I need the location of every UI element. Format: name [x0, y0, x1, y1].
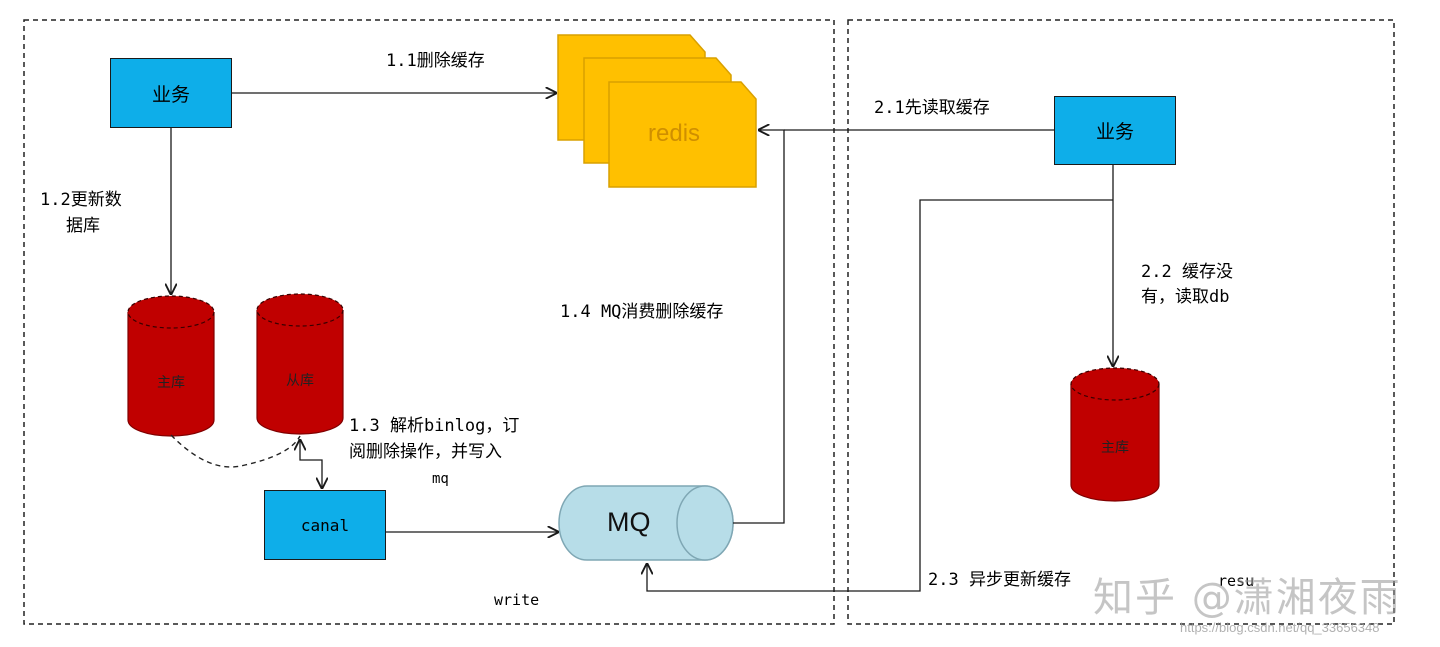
left-panel-border — [23, 19, 835, 625]
watermark-brand: 知乎 @潇湘夜雨 — [1093, 575, 1402, 621]
redis-label: redis — [648, 120, 701, 147]
right-service-box: 业务 — [1054, 96, 1176, 165]
canal-box: canal — [264, 490, 386, 560]
db-main-left-label: 主库 — [157, 375, 185, 391]
db-main-right-label: 主库 — [1101, 440, 1129, 456]
right-panel-border — [847, 19, 1395, 625]
label-async-update: 2.3 异步更新缓存 — [928, 570, 1071, 590]
db-replica-cylinder — [256, 293, 344, 435]
label-cache-miss-1: 2.2 缓存没 — [1141, 262, 1233, 282]
label-cache-miss-2: 有，读取db — [1141, 287, 1230, 307]
label-parse-binlog-3: mq — [432, 471, 449, 487]
replication-curve — [170, 434, 301, 468]
label-mq-delete-cache: 1.4 MQ消费删除缓存 — [560, 302, 724, 322]
label-parse-binlog-1: 1.3 解析binlog，订 — [349, 416, 520, 436]
db-main-left-cylinder — [127, 295, 215, 437]
mq-cylinder — [558, 485, 734, 561]
label-update-db-2: 据库 — [66, 216, 100, 236]
label-rest: resu — [1218, 572, 1255, 590]
db-replica-label: 从库 — [286, 373, 314, 389]
edge-replica-to-canal — [300, 440, 322, 488]
db-main-right-cylinder — [1070, 367, 1160, 502]
watermark-url: https://blog.csdn.net/qq_33656348 — [1180, 620, 1380, 635]
redis-stack — [557, 34, 757, 188]
left-service-box: 业务 — [110, 58, 232, 128]
label-delete-cache: 1.1删除缓存 — [386, 51, 485, 71]
label-read-cache: 2.1先读取缓存 — [874, 98, 990, 118]
edge-mq-to-redis — [733, 130, 785, 524]
label-update-db-1: 1.2更新数 — [40, 190, 122, 210]
edge-async-update-to-mq — [647, 199, 1113, 592]
mq-label: MQ — [607, 507, 651, 537]
label-parse-binlog-2: 阅删除操作，并写入 — [349, 442, 502, 462]
label-write: write — [494, 591, 540, 609]
